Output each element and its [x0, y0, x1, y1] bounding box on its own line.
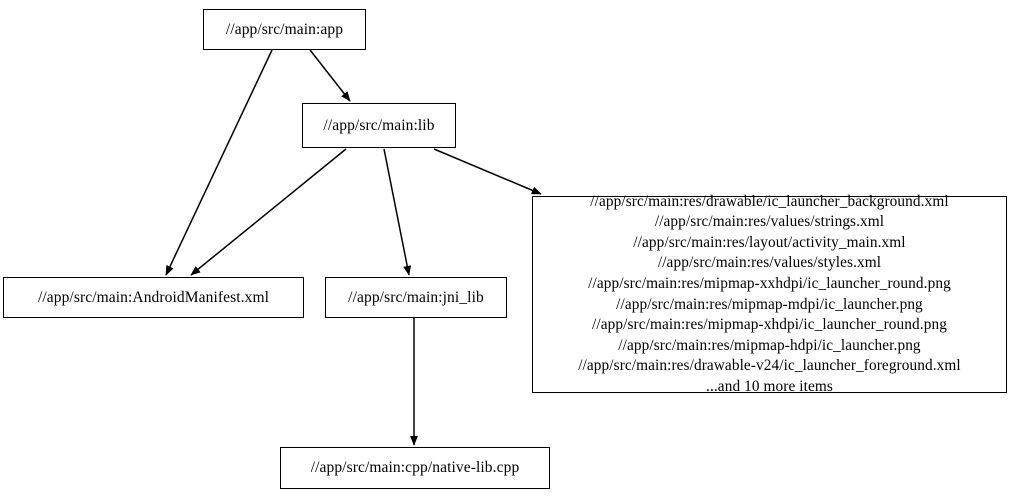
edge-app-to-manifest — [165, 49, 273, 276]
graph-node-lib[interactable]: //app/src/main:lib — [302, 103, 456, 148]
graph-node-android-manifest[interactable]: //app/src/main:AndroidManifest.xml — [3, 277, 304, 318]
graph-node-jni-lib[interactable]: //app/src/main:jni_lib — [325, 277, 507, 318]
graph-node-lib-label: //app/src/main:lib — [323, 116, 435, 134]
edge-lib-to-res — [433, 148, 542, 195]
graph-node-app[interactable]: //app/src/main:app — [203, 9, 366, 50]
graph-node-android-manifest-label: //app/src/main:AndroidManifest.xml — [37, 288, 270, 306]
graph-node-res-group[interactable]: //app/src/main:res/drawable/ic_launcher_… — [532, 193, 1007, 395]
edge-lib-to-jni-lib — [383, 148, 412, 276]
graph-node-native-lib-cpp-label: //app/src/main:cpp/native-lib.cpp — [310, 459, 520, 477]
graph-node-res-group-label: //app/src/main:res/drawable/ic_launcher_… — [578, 192, 961, 395]
edge-app-to-lib — [309, 49, 351, 102]
graph-node-jni-lib-label: //app/src/main:jni_lib — [348, 288, 484, 306]
graph-node-app-label: //app/src/main:app — [225, 20, 344, 38]
graph-node-native-lib-cpp[interactable]: //app/src/main:cpp/native-lib.cpp — [280, 447, 550, 489]
edge-lib-to-manifest — [190, 148, 347, 276]
